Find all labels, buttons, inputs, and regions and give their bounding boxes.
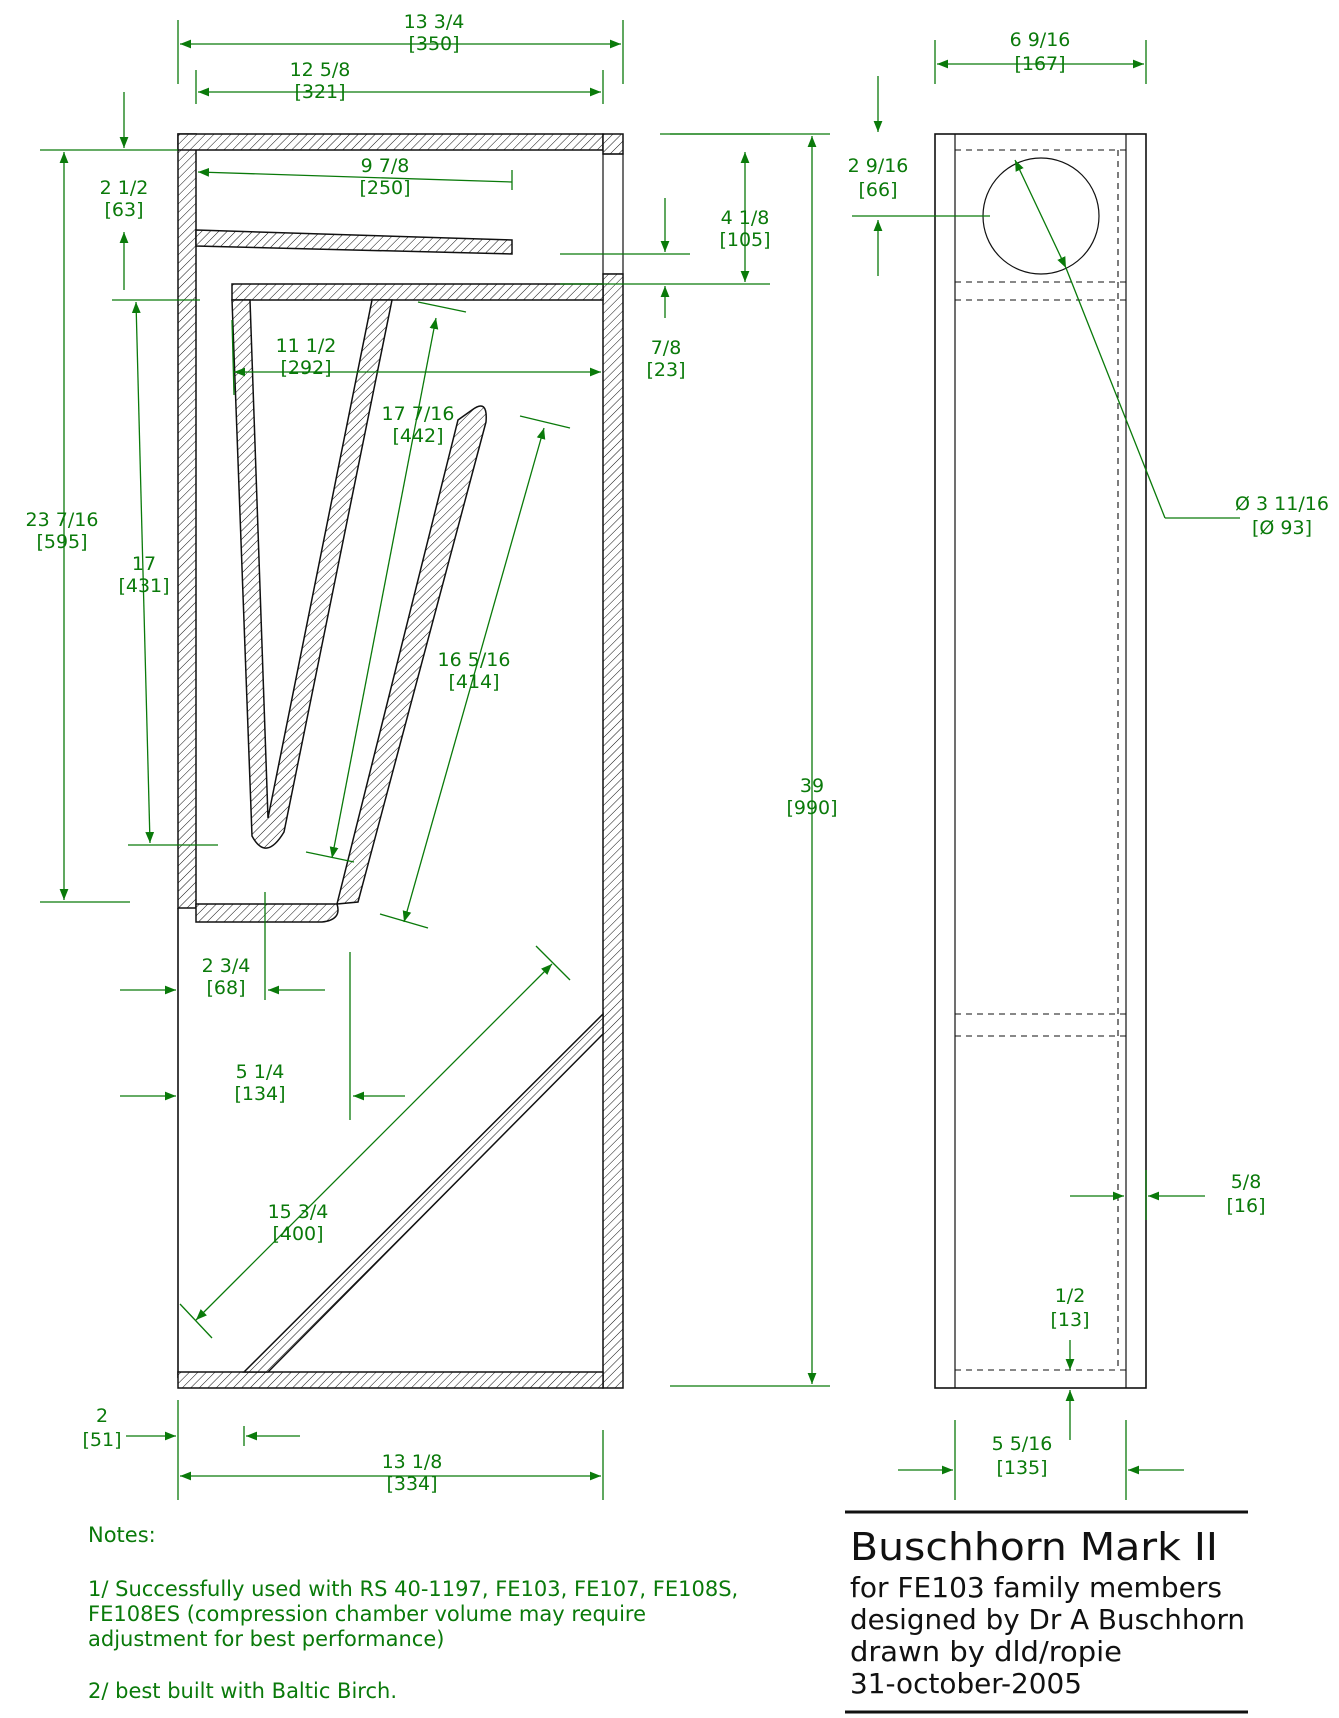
title-line-3: drawn by dld/ropie [850, 1635, 1122, 1668]
note-1-line-3: adjustment for best performance) [88, 1627, 444, 1651]
top-wall [177, 133, 604, 151]
note-2: 2/ best built with Baltic Birch. [88, 1679, 397, 1703]
dim-total-height: 39 [800, 775, 824, 797]
dim-shelf-gap: 7/8 [651, 337, 682, 359]
notes-heading: Notes: [88, 1523, 156, 1547]
dim-driver-offset: 2 9/16 [848, 155, 909, 177]
dim-top-offset: 2 1/2 [100, 177, 149, 199]
dim-panel-a-mm: [442] [392, 425, 443, 447]
title-block: Buschhorn Mark II for FE103 family membe… [845, 1510, 1248, 1714]
bottom-wall [177, 1371, 604, 1389]
dim-base-width-mm: [334] [386, 1473, 437, 1495]
dim-cavity: 5 1/4 [236, 1061, 285, 1083]
right-wall-top [602, 133, 624, 155]
dim-step: 2 3/4 [202, 955, 251, 977]
dim-inner-width: 12 5/8 [290, 59, 351, 81]
dim-wall-mm: [16] [1226, 1195, 1265, 1217]
dim-overall-width: 13 3/4 [404, 11, 465, 33]
dim-side-width: 6 9/16 [1010, 29, 1071, 51]
title-line-2: designed by Dr A Buschhorn [850, 1603, 1245, 1636]
dim-inner-height-mm: [431] [118, 575, 169, 597]
dim-outer-height: 23 7/16 [26, 509, 99, 531]
dim-chamber-width: 11 1/2 [276, 335, 337, 357]
drawing-title: Buschhorn Mark II [850, 1525, 1218, 1569]
dim-inner-height: 17 [132, 553, 156, 575]
dim-side-width-mm: [167] [1014, 53, 1065, 75]
dim-chamber-width-mm: [292] [280, 357, 331, 379]
front-section-view [177, 133, 624, 1389]
title-line-4: 31-october-2005 [850, 1667, 1082, 1700]
dim-bottom-gap: 1/2 [1055, 1285, 1086, 1307]
dim-top-baffle-mm: [250] [359, 177, 410, 199]
v-panel [231, 299, 393, 849]
dim-mouth-height-mm: [105] [719, 229, 770, 251]
dim-panel-b-mm: [414] [448, 671, 499, 693]
front-dimensions [40, 20, 830, 1500]
shelf [231, 283, 604, 301]
dim-bottom-gap-mm: [13] [1050, 1309, 1089, 1331]
dim-mouth-height: 4 1/8 [721, 207, 770, 229]
dim-base-width: 13 1/8 [382, 1451, 443, 1473]
mouth-opening [602, 153, 624, 275]
dim-side-inner-mm: [135] [996, 1457, 1047, 1479]
dim-inner-width-mm: [321] [294, 81, 345, 103]
chamber-floor [195, 903, 339, 923]
dim-driver-offset-mm: [66] [858, 179, 897, 201]
dim-driver-diameter: Ø 3 11/16 [1235, 493, 1329, 515]
dimension-labels: 13 3/4 [350] 12 5/8 [321] 9 7/8 [250] 2 … [26, 11, 1329, 1495]
right-wall [602, 273, 624, 1389]
dim-overall-width-mm: [350] [408, 33, 459, 55]
title-line-1: for FE103 family members [850, 1571, 1222, 1604]
lower-brace [242, 1012, 604, 1373]
dim-total-height-mm: [990] [786, 797, 837, 819]
dim-brace: 15 3/4 [268, 1201, 329, 1223]
note-1-line-2: FE108ES (compression chamber volume may … [88, 1602, 646, 1626]
dim-foot-mm: [51] [82, 1429, 121, 1451]
side-dimensions [852, 40, 1240, 1500]
dim-top-offset-mm: [63] [104, 199, 143, 221]
dim-driver-diameter-mm: [Ø 93] [1252, 517, 1312, 539]
dim-panel-a: 17 7/16 [382, 403, 455, 425]
dim-cavity-mm: [134] [234, 1083, 285, 1105]
dim-foot: 2 [96, 1405, 108, 1427]
side-view [934, 133, 1147, 1389]
dim-step-mm: [68] [206, 977, 245, 999]
dim-wall: 5/8 [1231, 1171, 1262, 1193]
dim-shelf-gap-mm: [23] [646, 359, 685, 381]
dim-outer-height-mm: [595] [36, 531, 87, 553]
left-wall [177, 133, 197, 909]
dim-panel-b: 16 5/16 [438, 649, 511, 671]
side-outline [934, 133, 1147, 1389]
dim-side-inner: 5 5/16 [992, 1433, 1053, 1455]
dim-brace-mm: [400] [272, 1223, 323, 1245]
note-1-line-1: 1/ Successfully used with RS 40-1197, FE… [88, 1577, 738, 1601]
notes: Notes: 1/ Successfully used with RS 40-1… [88, 1523, 738, 1703]
top-baffle [195, 229, 513, 255]
dim-top-baffle: 9 7/8 [361, 155, 410, 177]
